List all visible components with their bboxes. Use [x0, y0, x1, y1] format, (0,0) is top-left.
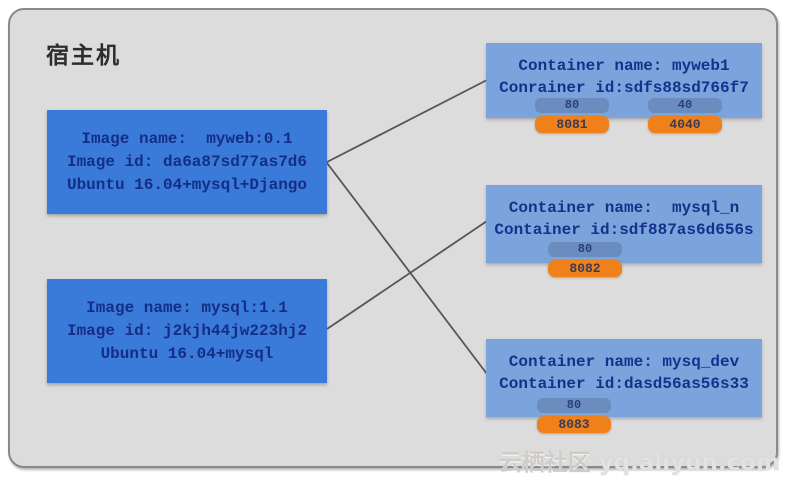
- watermark-site-label: yq.aliyun.com: [598, 450, 780, 476]
- container-name-line: Container name: mysq_dev: [508, 353, 740, 371]
- port-mapping-80-8081: 80 8081: [535, 98, 609, 133]
- container-port-pill: 80: [535, 98, 609, 113]
- container-box-mysqln: Container name: mysql_n Container id:sdf…: [486, 185, 762, 277]
- container-text: Container name: mysql_n Container id:sdf…: [486, 185, 762, 241]
- watermark: 云栖社区 yq.aliyun.com: [499, 443, 780, 477]
- image-os-line: Ubuntu 16.04+mysql+Django: [66, 175, 308, 194]
- container-text: Container name: mysq_dev Container id:da…: [486, 339, 762, 395]
- image-name-line: Image name: myweb:0.1: [81, 129, 293, 148]
- host-port-pill: 8082: [548, 260, 622, 277]
- container-id-line: Container id:sdf887as6d656s: [494, 221, 754, 239]
- container-id-line: Conrainer id:sdfs88sd766f7: [499, 79, 749, 97]
- watermark-community-label: 云栖社区: [498, 450, 591, 476]
- container-box-myweb1: Container name: myweb1 Conrainer id:sdfs…: [486, 43, 762, 133]
- port-mapping-80-8083: 80 8083: [537, 398, 611, 433]
- container-name-line: Container name: mysql_n: [508, 199, 740, 217]
- image-id-line: Image id: j2kjh44jw223hj2: [66, 321, 308, 340]
- host-title: 宿主机: [46, 43, 121, 69]
- port-mapping-80-8082: 80 8082: [548, 242, 622, 277]
- host-port-pill: 8081: [535, 116, 609, 133]
- port-mappings: 80 8081 40 4040: [535, 98, 722, 133]
- container-text: Container name: myweb1 Conrainer id:sdfs…: [486, 43, 762, 99]
- image-id-line: Image id: da6a87sd77as7d6: [66, 152, 308, 171]
- container-id-line: Container id:dasd56as56s33: [499, 375, 749, 393]
- image-box-myweb: Image name: myweb:0.1 Image id: da6a87sd…: [47, 110, 327, 214]
- host-port-pill: 4040: [648, 116, 722, 133]
- port-mappings: 80 8082: [548, 242, 622, 277]
- container-name-line: Container name: myweb1: [518, 57, 730, 75]
- port-mapping-40-4040: 40 4040: [648, 98, 722, 133]
- image-box-mysql: Image name: mysql:1.1 Image id: j2kjh44j…: [47, 279, 327, 383]
- port-mappings: 80 8083: [537, 398, 611, 433]
- container-port-pill: 80: [537, 398, 611, 413]
- container-port-pill: 40: [648, 98, 722, 113]
- container-port-pill: 80: [548, 242, 622, 257]
- container-box-mysqdev: Container name: mysq_dev Container id:da…: [486, 339, 762, 433]
- host-port-pill: 8083: [537, 416, 611, 433]
- image-name-line: Image name: mysql:1.1: [86, 298, 288, 317]
- image-os-line: Ubuntu 16.04+mysql: [100, 344, 274, 363]
